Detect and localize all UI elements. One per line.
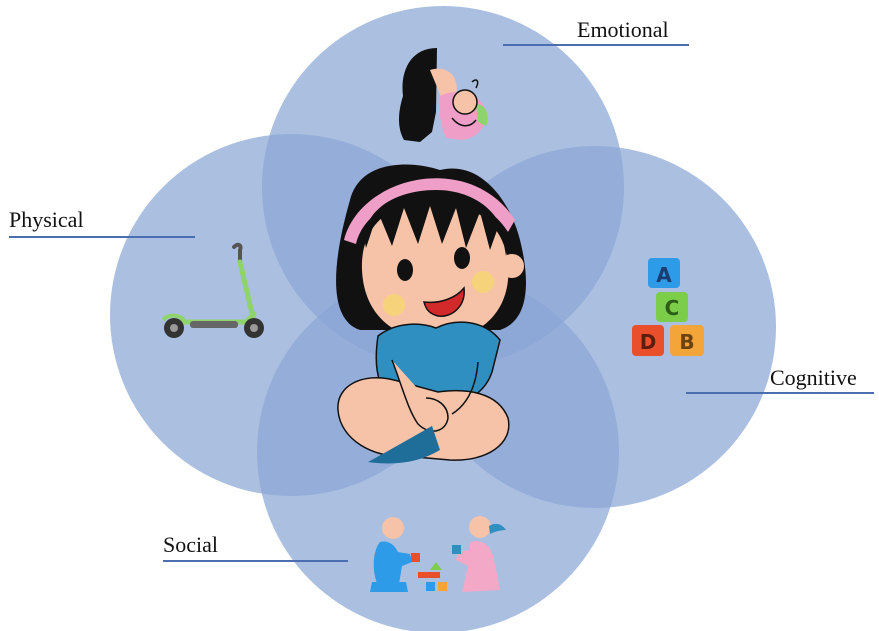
children-playing-icon [370,516,506,592]
block-c [656,292,688,322]
block-b [670,325,704,356]
cognitive-connector-line [686,392,874,394]
label-cognitive: Cognitive [770,365,857,390]
social-connector-line [163,560,348,562]
abc-blocks-icon: A C D B [632,258,704,356]
scooter-icon [161,242,264,338]
block-b-letter: B [679,330,694,354]
block-c-letter: C [665,296,680,320]
label-physical: Physical [9,207,84,232]
block-d-letter: D [640,330,657,354]
label-social: Social [163,532,218,557]
block-a-letter: A [656,263,672,287]
physical-connector-line [9,236,195,238]
block-a [648,258,680,288]
child-illustration [336,164,526,464]
emotional-connector-line [503,44,689,46]
label-emotional: Emotional [577,17,669,42]
block-d [632,325,664,356]
mother-baby-icon [399,48,488,142]
